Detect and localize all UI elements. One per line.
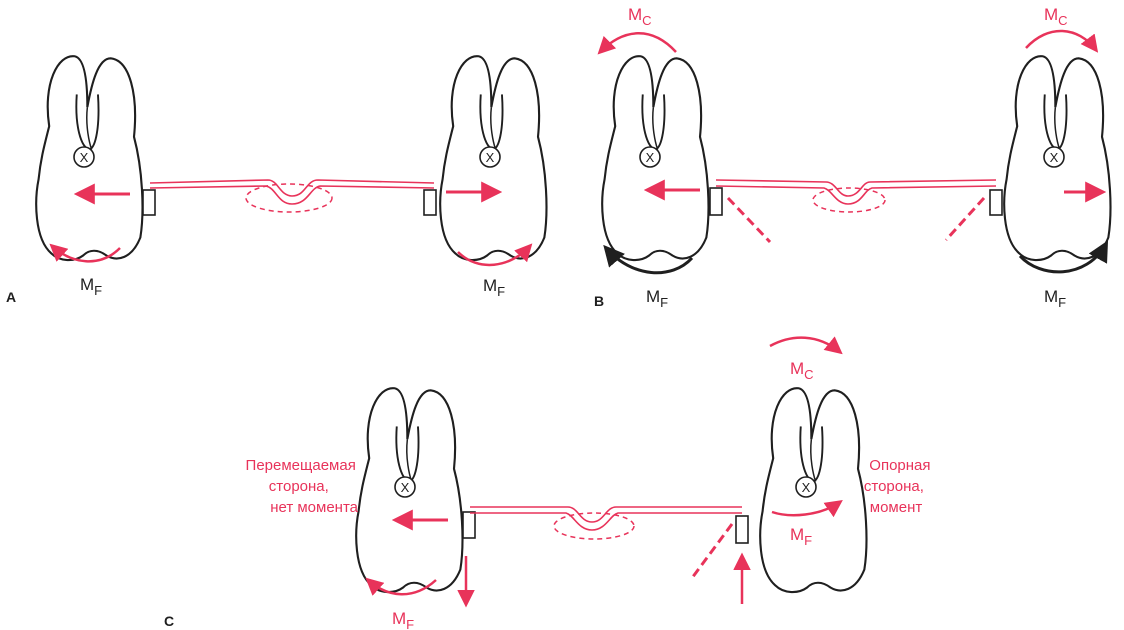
moment-arrow-a-left [49, 243, 121, 263]
couple-label-c-right: MC [790, 359, 814, 382]
center-of-resistance-a-right: X [479, 146, 501, 168]
moment-label-a-left: MF [80, 275, 102, 298]
wire-c [470, 506, 742, 523]
wire-b [715, 179, 997, 197]
loop-dashed-a [245, 183, 333, 213]
couple-arrow-c-right [769, 336, 843, 355]
bracket-b-right [989, 189, 1003, 216]
bracket-a-left [142, 189, 156, 216]
center-of-resistance-a-left: X [73, 146, 95, 168]
loop-dashed-c [553, 512, 635, 540]
panel-b: X MC MF X MC MF B [594, 5, 1112, 310]
moment-label-a-right: MF [483, 276, 505, 299]
dashed-line-b-left [726, 196, 772, 244]
couple-arrow-b-left [597, 32, 677, 55]
panel-letter-b: B [594, 293, 604, 309]
moment-arrow-c-right [771, 499, 843, 518]
bracket-b-left [709, 187, 723, 216]
svg-text:X: X [646, 150, 655, 165]
couple-label-b-left: MC [628, 5, 652, 28]
svg-text:X: X [401, 480, 410, 495]
caption-anchor-side: Опорная сторона, момент [864, 457, 935, 516]
moment-label-b-left: MF [646, 287, 668, 310]
svg-text:X: X [1050, 150, 1059, 165]
moment-label-c-left: MF [392, 609, 414, 630]
panel-a: X MF X MF A [6, 55, 548, 305]
dashed-line-c-right [690, 523, 734, 579]
panel-letter-c: C [164, 613, 174, 629]
caption-moving-side: Перемещаемая сторона, нет момента [246, 457, 360, 516]
panel-c: X MF Перемещаемая сторона, нет момента X… [164, 336, 935, 630]
bracket-a-right [423, 189, 437, 216]
wire-a [149, 179, 435, 197]
moment-label-b-right: MF [1044, 287, 1066, 310]
moment-arrow-a-right [457, 243, 533, 267]
dashed-line-b-right [944, 196, 986, 242]
bracket-c-left [462, 511, 476, 539]
svg-text:X: X [486, 150, 495, 165]
svg-text:X: X [802, 480, 811, 495]
moment-label-c-right: MF [790, 525, 812, 548]
loop-dashed-b [812, 187, 886, 213]
cres-label: X [80, 150, 89, 165]
moment-arrow-b-right [1018, 240, 1109, 274]
couple-label-b-right: MC [1044, 5, 1068, 28]
moment-arrow-c-left [365, 577, 437, 596]
panel-letter-a: A [6, 289, 16, 305]
moment-arrow-b-left [603, 244, 694, 275]
bracket-c-right [735, 515, 749, 544]
couple-arrow-b-right [1025, 29, 1099, 53]
